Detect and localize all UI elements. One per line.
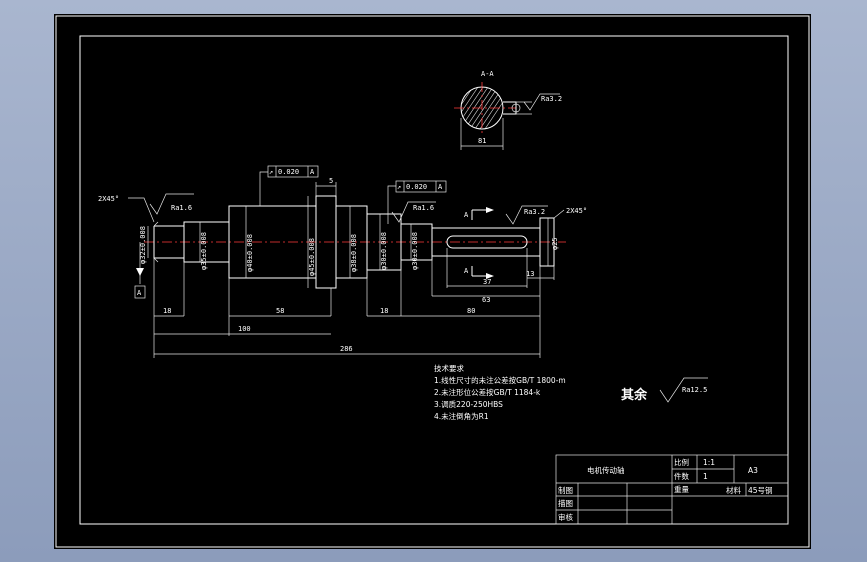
chamfer-right-label: 2X45°	[566, 207, 587, 215]
section-mark-bottom: A	[464, 267, 469, 275]
tolerance-1-symbol: ↗	[269, 168, 273, 176]
dim-18-mid: 18	[380, 307, 388, 315]
dia-1: φ32±0.008	[139, 226, 147, 264]
tolerance-2-value: 0.020	[406, 183, 427, 191]
material-value: 45号钢	[748, 485, 773, 495]
qty-label: 件数	[674, 471, 689, 481]
technical-notes: 技术要求 1.线性尺寸的未注公差按GB/T 1800-m 2.未注形位公差按GB…	[434, 363, 566, 421]
roughness-1: Ra1.6	[171, 204, 192, 212]
section-width-dim: 81	[478, 137, 486, 145]
dim-18-left: 18	[163, 307, 171, 315]
tolerance-2-datum: A	[438, 183, 443, 191]
weight-label: 重量	[674, 485, 689, 494]
roughness-3: Ra3.2	[524, 208, 545, 216]
datum-a: A	[137, 289, 142, 297]
drawing-canvas[interactable]: A-A	[54, 14, 811, 549]
note-3: 3.调质220-250HBS	[434, 399, 503, 409]
rest-label: 其余	[621, 387, 648, 403]
tolerance-1-datum: A	[310, 168, 315, 176]
note-2: 2.未注形位公差按GB/T 1184-k	[434, 387, 541, 397]
dia-3: φ40±0.008	[246, 234, 254, 272]
dia-8: φ25	[551, 237, 559, 250]
section-mark-top: A	[464, 211, 469, 219]
sheet-size: A3	[748, 466, 758, 475]
section-roughness: Ra3.2	[541, 95, 562, 103]
drafted-label: 描图	[558, 498, 573, 508]
dim-63: 63	[482, 296, 490, 304]
inner-frame	[79, 35, 789, 525]
section-view: A-A	[454, 70, 562, 150]
dia-5: φ38±0.008	[350, 234, 358, 272]
qty-value: 1	[703, 472, 708, 481]
roughness-2: Ra1.6	[413, 204, 434, 212]
title-block: 电机传动轴 比例 1:1 件数 1 重量 A3 材料 45号钢 制图 描图 审核	[555, 454, 789, 525]
outer-border	[55, 15, 810, 548]
drawing-sheet[interactable]: A-A	[54, 14, 811, 549]
dia-4: φ45±0.008	[308, 238, 316, 276]
dim-total: 286	[340, 345, 353, 353]
dim-5: 5	[329, 177, 333, 185]
dim-13: 13	[526, 270, 534, 278]
shaft-view: A A 2X45° Ra1.6 A ↗	[98, 165, 587, 358]
note-1: 1.线性尺寸的未注公差按GB/T 1800-m	[434, 375, 566, 385]
checked-label: 审核	[558, 512, 573, 522]
dia-6: φ30±0.008	[380, 232, 388, 270]
dim-58: 58	[276, 307, 284, 315]
drawn-label: 制图	[558, 485, 573, 495]
scale-label: 比例	[674, 457, 689, 467]
dia-2: φ35±0.008	[200, 232, 208, 270]
part-name: 电机传动轴	[587, 465, 625, 475]
chamfer-left-label: 2X45°	[98, 195, 119, 203]
rest-roughness: 其余 Ra12.5	[621, 377, 708, 403]
notes-title: 技术要求	[434, 363, 464, 373]
material-label: 材料	[726, 485, 741, 495]
dia-7: φ30±0.008	[411, 232, 419, 270]
tolerance-1-value: 0.020	[278, 168, 299, 176]
section-label: A-A	[481, 70, 494, 78]
dim-100: 100	[238, 325, 251, 333]
rest-value: Ra12.5	[682, 386, 707, 394]
keyway-slot	[446, 235, 528, 249]
tolerance-2-symbol: ↗	[397, 183, 401, 191]
note-4: 4.未注倒角为R1	[434, 411, 489, 421]
dim-37: 37	[483, 278, 491, 286]
dim-80: 80	[467, 307, 475, 315]
scale-value: 1:1	[703, 458, 715, 467]
